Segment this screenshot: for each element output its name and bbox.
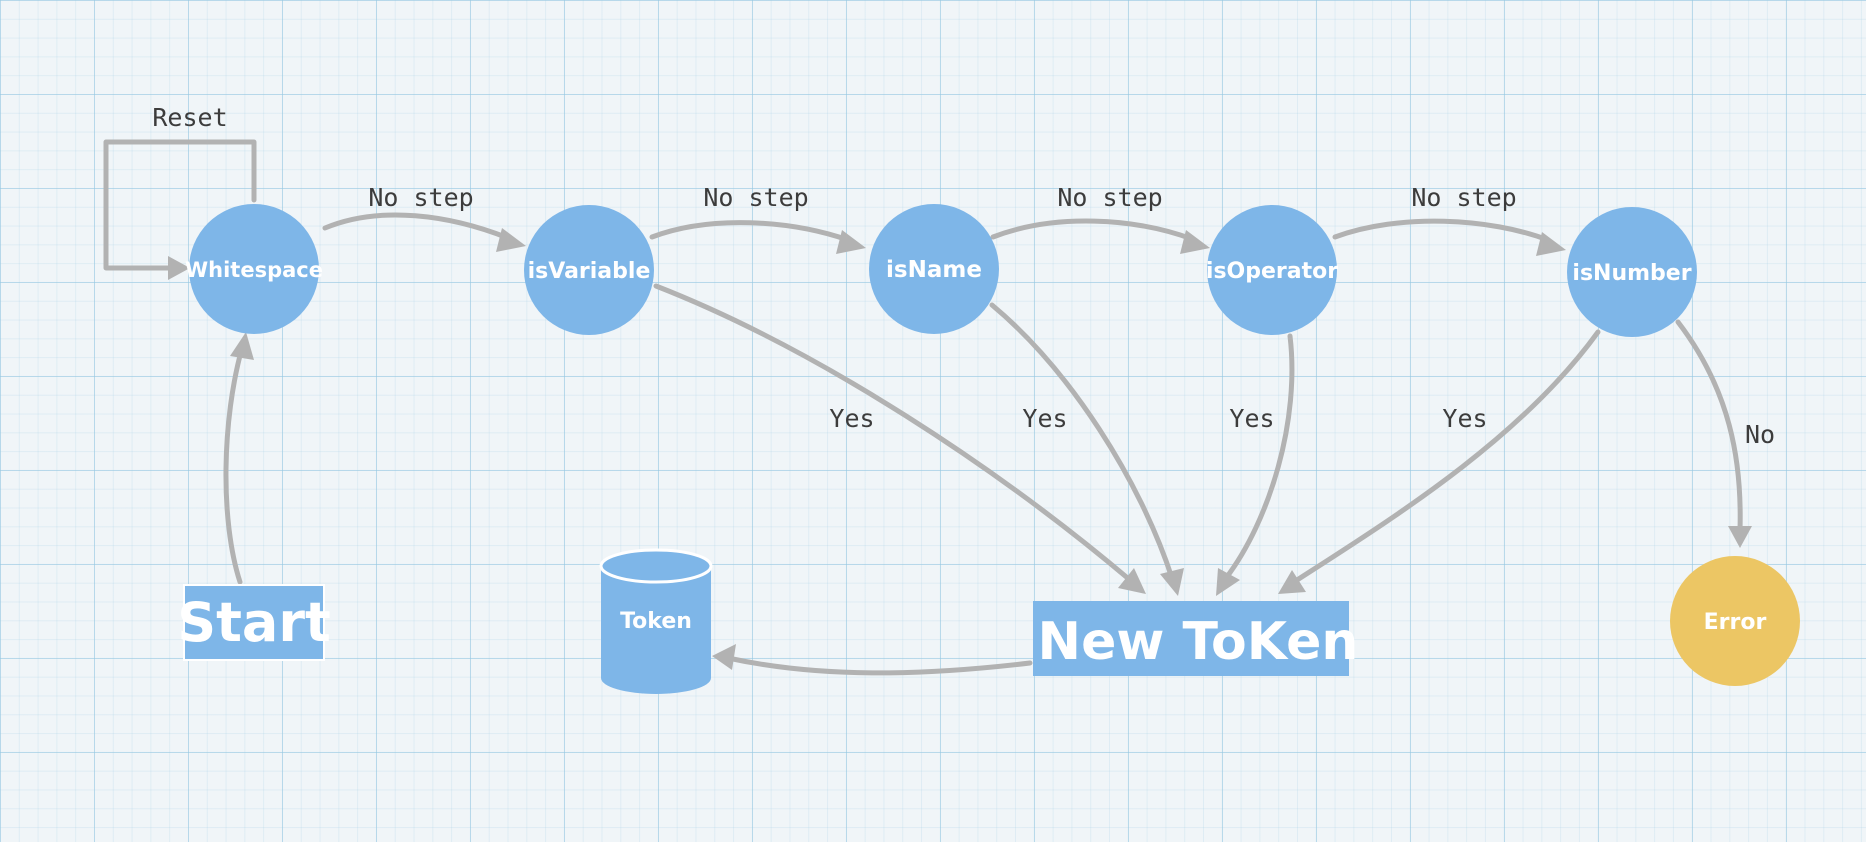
node-isnumber[interactable]: isNumber [1567, 207, 1697, 337]
node-isvariable[interactable]: isVariable [524, 205, 654, 335]
edge-isname-newtoken [989, 302, 1175, 581]
node-isname-label: isName [886, 257, 982, 283]
edge-isnumber-newtoken-arrowhead [1278, 570, 1306, 594]
edge-label-no-step-3: No step [1057, 183, 1162, 212]
node-whitespace-label: Whitespace [185, 258, 323, 282]
node-error-label: Error [1704, 610, 1767, 635]
edge-isnumber-error [1675, 319, 1743, 533]
node-token-label: Token [620, 609, 692, 634]
edge-reset-arrowhead [168, 256, 190, 280]
edge-whitespace-isvariable-arrowhead [496, 228, 526, 252]
node-new-token[interactable]: New ToKen [1033, 601, 1358, 676]
node-isname-circle [869, 204, 999, 334]
edge-newtoken-token-arrowhead [712, 644, 736, 670]
edge-isvariable-isname [649, 220, 851, 243]
node-isnumber-circle [1567, 207, 1697, 337]
edge-isoperator-isnumber-arrowhead [1536, 232, 1566, 256]
node-new-token-box [1033, 601, 1349, 676]
node-whitespace-circle [189, 204, 319, 334]
edge-isnumber-error-arrowhead [1728, 526, 1752, 548]
edge-isnumber-newtoken [1291, 329, 1601, 585]
edge-label-yes-3: Yes [1229, 404, 1274, 433]
edge-isname-isoperator [990, 218, 1195, 242]
edge-reset-loop [103, 139, 257, 271]
node-error-circle [1670, 556, 1800, 686]
edge-label-no: No [1745, 420, 1775, 449]
edge-isoperator-isnumber [1332, 218, 1551, 243]
node-isoperator-circle [1207, 205, 1337, 335]
edge-label-reset: Reset [152, 103, 227, 132]
node-new-token-label: New ToKen [1038, 612, 1359, 672]
node-start-label: Start [177, 591, 331, 654]
edge-label-yes-4: Yes [1442, 404, 1487, 433]
edge-isname-isoperator-arrowhead [1180, 230, 1210, 254]
edge-label-yes-1: Yes [829, 404, 874, 433]
edge-isoperator-newtoken [1223, 333, 1295, 581]
node-isoperator[interactable]: isOperator [1206, 205, 1338, 335]
edge-whitespace-isvariable [322, 212, 511, 241]
node-isvariable-label: isVariable [528, 259, 651, 284]
node-start[interactable]: Start [177, 584, 331, 661]
node-error[interactable]: Error [1670, 556, 1800, 686]
edge-labels: Reset No step No step No step No step Ye… [152, 103, 1775, 449]
node-start-box [183, 584, 325, 661]
token-cylinder-top [599, 548, 713, 584]
node-isvariable-circle [524, 205, 654, 335]
edge-isname-newtoken-arrowhead [1160, 568, 1184, 596]
edge-label-no-step-4: No step [1411, 183, 1516, 212]
edge-isvariable-newtoken-arrowhead [1118, 568, 1146, 594]
edge-label-no-step-1: No step [368, 183, 473, 212]
edge-label-yes-2: Yes [1022, 404, 1067, 433]
node-whitespace[interactable]: Whitespace [185, 204, 323, 334]
edge-isvariable-newtoken [653, 283, 1133, 583]
edge-label-no-step-2: No step [703, 183, 808, 212]
edge-start-whitespace-arrowhead [230, 332, 254, 360]
token-cylinder-body [601, 566, 711, 694]
edge-isvariable-isname-arrowhead [836, 230, 866, 254]
edge-start-whitespace [223, 345, 245, 585]
edges [103, 139, 1752, 676]
node-token[interactable]: Token [599, 548, 713, 694]
edge-newtoken-token [725, 655, 1033, 676]
node-isoperator-label: isOperator [1206, 259, 1338, 284]
node-isnumber-label: isNumber [1572, 261, 1691, 286]
edge-isoperator-newtoken-arrowhead [1216, 568, 1240, 596]
node-isname[interactable]: isName [869, 204, 999, 334]
